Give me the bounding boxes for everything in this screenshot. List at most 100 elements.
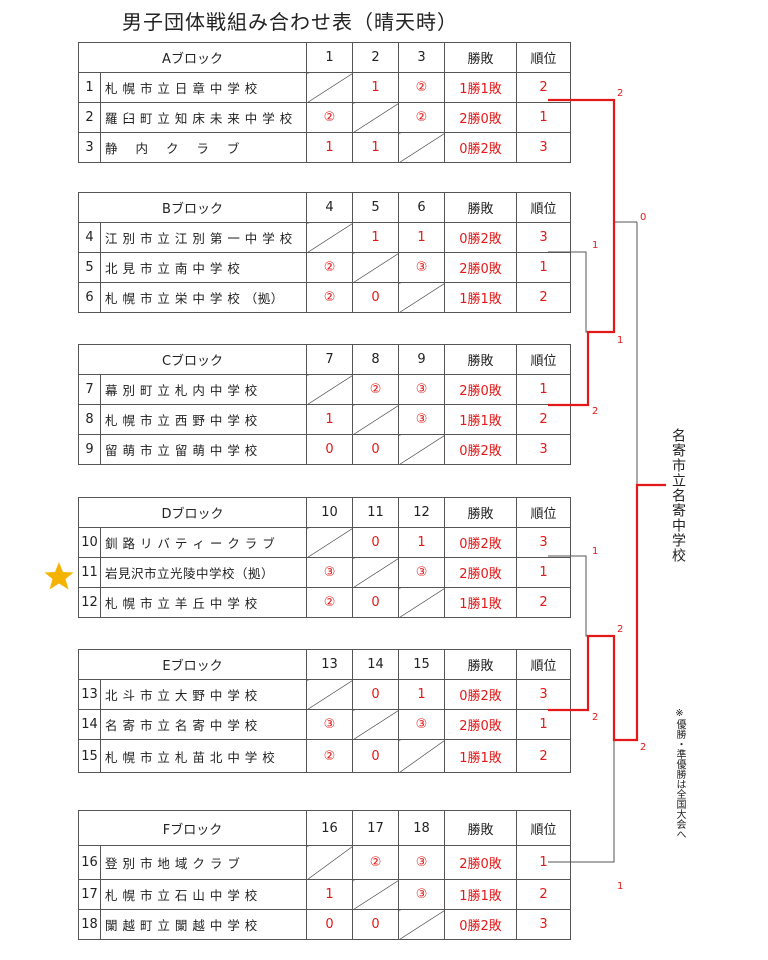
rank: 2 — [516, 404, 572, 435]
match-score: ③ — [398, 374, 446, 405]
match-score: ② — [398, 72, 445, 103]
team-number: 11 — [78, 557, 101, 588]
match-score: 0 — [306, 909, 354, 940]
rank: 2 — [516, 739, 571, 773]
rank: 2 — [516, 282, 572, 313]
team-number: 16 — [78, 845, 101, 880]
rank-header: 順位 — [516, 649, 571, 680]
rank: 3 — [516, 132, 571, 163]
team-name: 札 幌 市 立 栄 中 学 校 （拠） — [99, 282, 308, 313]
self-match-cell — [398, 282, 446, 313]
result-header: 勝敗 — [444, 192, 518, 223]
score-f-entry: 1 — [617, 881, 623, 892]
match-score: ② — [306, 282, 354, 313]
match-score: ② — [306, 739, 353, 773]
note-text: ※優勝・準優勝は全国大会へ — [674, 708, 685, 839]
rank: 1 — [516, 709, 571, 740]
match-number: 16 — [306, 810, 354, 846]
rank: 3 — [516, 909, 572, 940]
team-name: 幕 別 町 立 札 内 中 学 校 — [99, 374, 308, 405]
team-name: 札 幌 市 立 羊 丘 中 学 校 — [99, 587, 308, 618]
self-match-cell — [398, 909, 446, 940]
score-c-up: 1 — [617, 335, 623, 346]
team-name: 札 幌 市 立 札 苗 北 中 学 校 — [100, 739, 307, 773]
rank-header: 順位 — [516, 344, 572, 375]
match-number: 14 — [352, 649, 399, 680]
win-loss: 2勝0敗 — [444, 557, 518, 588]
win-loss: 0勝2敗 — [444, 222, 518, 253]
team-number: 12 — [78, 587, 101, 618]
match-number: 17 — [352, 810, 400, 846]
team-name: 札 幌 市 立 西 野 中 学 校 — [99, 404, 308, 435]
win-loss: 0勝2敗 — [444, 434, 518, 465]
match-number: 1 — [306, 42, 353, 73]
self-match-cell — [398, 434, 446, 465]
win-loss: 2勝0敗 — [444, 709, 517, 740]
score-d-entry: 1 — [592, 546, 598, 557]
self-match-cell — [398, 739, 445, 773]
team-name: 羅 臼 町 立 知 床 未 来 中 学 校 — [100, 102, 307, 133]
match-score: 0 — [352, 282, 400, 313]
match-score: ③ — [306, 557, 354, 588]
block-label: Eブロック — [78, 649, 307, 680]
team-number: 15 — [78, 739, 101, 773]
win-loss: 0勝2敗 — [444, 679, 517, 710]
team-number: 18 — [78, 909, 101, 940]
win-loss: 0勝2敗 — [444, 909, 518, 940]
star-icon — [44, 562, 74, 590]
rank: 3 — [516, 434, 572, 465]
team-name: 江 別 市 立 江 別 第 一 中 学 校 — [99, 222, 308, 253]
win-loss: 1勝1敗 — [444, 72, 517, 103]
score-de-win: 2 — [617, 624, 623, 635]
rank: 2 — [516, 587, 572, 618]
block-label: Aブロック — [78, 42, 307, 73]
win-loss: 1勝1敗 — [444, 282, 518, 313]
team-name: 静 内 ク ラ ブ — [100, 132, 307, 163]
match-score: ③ — [306, 709, 353, 740]
team-name: 登 別 市 地 域 ク ラ ブ — [99, 845, 308, 880]
score-top-final: 0 — [640, 212, 646, 223]
score-bottom-final: 2 — [640, 742, 646, 753]
rank: 3 — [516, 679, 571, 710]
match-number: 9 — [398, 344, 446, 375]
block-label: Dブロック — [77, 497, 308, 528]
match-score: ③ — [398, 709, 445, 740]
self-match-cell — [352, 709, 399, 740]
rank: 2 — [516, 72, 571, 103]
score-top-ab: 2 — [617, 88, 623, 99]
win-loss: 1勝1敗 — [444, 739, 517, 773]
result-header: 勝敗 — [444, 344, 518, 375]
match-score: 1 — [306, 132, 353, 163]
match-number: 11 — [352, 497, 400, 528]
match-score: 0 — [352, 434, 400, 465]
win-loss: 0勝2敗 — [444, 132, 517, 163]
team-name: 岩見沢市立光陵中学校（拠） — [99, 557, 308, 588]
champion-label: 名寄市立名寄中学校 — [670, 428, 686, 563]
match-score: ② — [352, 374, 400, 405]
self-match-cell — [352, 879, 400, 910]
self-match-cell — [352, 102, 399, 133]
team-number: 17 — [78, 879, 101, 910]
win-loss: 2勝0敗 — [444, 102, 517, 133]
team-name: 留 萌 市 立 留 萌 中 学 校 — [99, 434, 308, 465]
score-b-entry: 1 — [592, 240, 598, 251]
self-match-cell — [306, 72, 353, 103]
match-number: 3 — [398, 42, 445, 73]
